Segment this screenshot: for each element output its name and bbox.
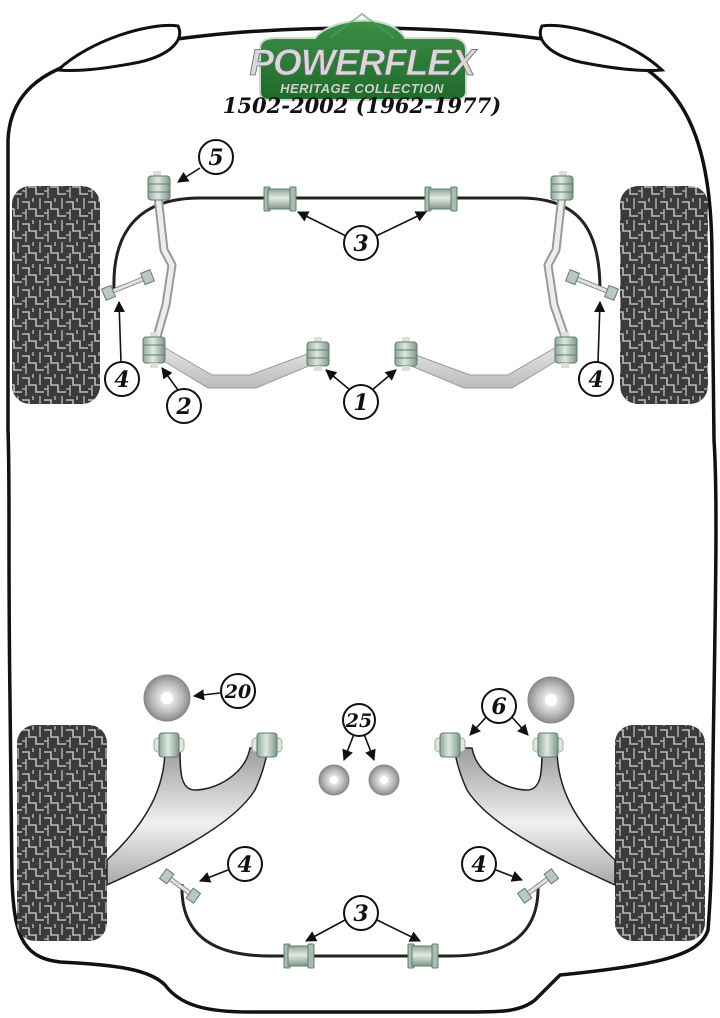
bush-5-top-left: [147, 171, 171, 201]
drop-link-front-right: [564, 269, 620, 301]
svg-text:20: 20: [224, 681, 251, 703]
callout-4-front-right: 4: [578, 300, 614, 397]
svg-text:4: 4: [588, 367, 603, 393]
powerflex-logo: POWERFLEX HERITAGE COLLECTION: [249, 12, 479, 101]
washer-25-left: [318, 764, 350, 796]
callout-3-rear: 3: [305, 895, 422, 942]
right-headlight: [538, 23, 666, 73]
callout-4-rear-right: 4: [461, 846, 524, 882]
svg-text:6: 6: [491, 694, 506, 720]
callout-4-rear-left: 4: [198, 846, 263, 883]
callout-25: 25: [342, 703, 376, 762]
bush-2-right: [554, 332, 578, 368]
rear-axle: 20 25 6 4 4 3: [17, 673, 705, 969]
bush-rear-left-outer: [251, 732, 283, 758]
front-axle: 5 3 4 4 2 1: [12, 139, 708, 424]
svg-text:4: 4: [471, 852, 486, 878]
bush-6-left: [434, 732, 466, 758]
svg-text:3: 3: [353, 231, 368, 257]
car-body-outline: [6, 23, 718, 1014]
front-anti-roll-bar: [112, 196, 602, 291]
washer-25-right: [368, 764, 400, 796]
front-left-control-arm: [161, 345, 319, 389]
drop-link-rear-right: [516, 868, 560, 904]
bush-1-left: [306, 337, 330, 371]
svg-text:3: 3: [353, 901, 368, 927]
drop-link-rear-left: [158, 868, 202, 904]
spring-pad-20-left: [143, 674, 191, 722]
rear-right-tyre: [615, 725, 705, 941]
drop-link-front-left: [100, 269, 156, 301]
bush-3-rear-left: [283, 943, 315, 969]
callout-2: 2: [161, 367, 202, 424]
left-headlight: [54, 23, 182, 73]
svg-text:5: 5: [208, 145, 223, 171]
rear-anti-roll-bar: [180, 883, 540, 958]
svg-text:4: 4: [237, 852, 252, 878]
callout-3-front: 3: [296, 211, 428, 261]
callout-1: 1: [325, 369, 397, 420]
front-right-tyre: [620, 186, 708, 404]
bush-1-right: [394, 337, 418, 371]
front-left-tyre: [12, 186, 100, 404]
svg-text:2: 2: [175, 394, 191, 420]
logo-brand-text: POWERFLEX: [249, 42, 478, 83]
svg-text:1: 1: [353, 390, 368, 416]
bush-3-front-right: [424, 186, 458, 212]
rear-right-trailing-arm: [453, 747, 616, 887]
bush-2-left: [142, 332, 166, 368]
spring-pad-right: [527, 676, 575, 724]
callout-5: 5: [177, 139, 234, 183]
callout-6: 6: [469, 688, 529, 736]
svg-text:25: 25: [345, 710, 372, 732]
bush-3-rear-right: [407, 943, 439, 969]
bush-3-front-left: [263, 186, 297, 212]
rear-left-tyre: [17, 725, 107, 941]
bush-rear-left-inner: [153, 732, 185, 758]
logo-collection-text: HERITAGE COLLECTION: [280, 81, 444, 96]
svg-text:4: 4: [114, 367, 129, 393]
bush-6-right: [532, 732, 564, 758]
callout-4-front-left: 4: [104, 300, 140, 397]
rear-left-trailing-arm: [106, 747, 269, 887]
callout-20: 20: [192, 673, 256, 709]
front-right-control-arm: [401, 345, 559, 389]
bush-5-top-right: [550, 171, 574, 201]
model-title: 1502-2002 (1962-1977): [223, 93, 501, 118]
